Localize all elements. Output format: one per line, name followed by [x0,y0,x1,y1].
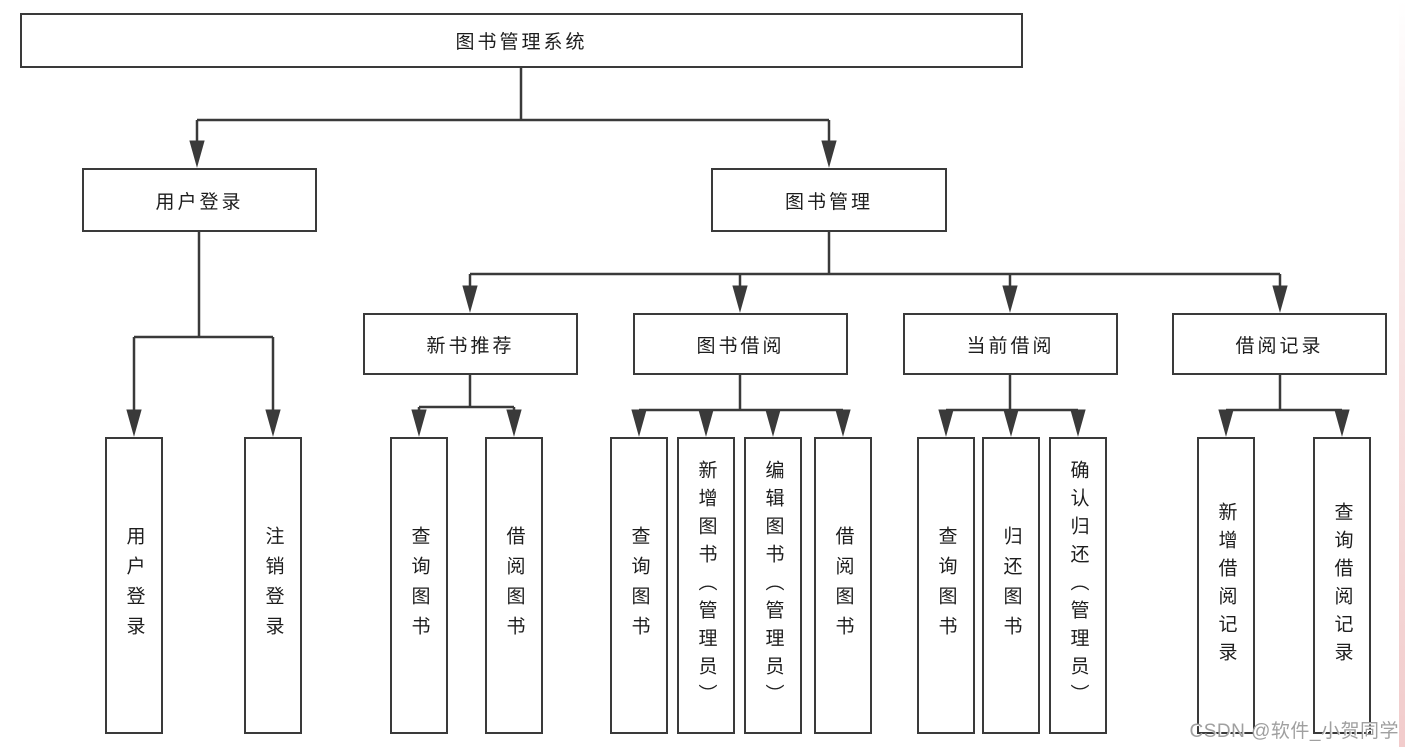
leaf-user-login: 用户登录 [105,437,163,734]
csdn-watermark: CSDN @软件_小贺同学 [1189,721,1399,742]
node-label: 用户登录 [155,191,244,213]
node-book-borrow: 图书借阅 [633,313,848,375]
node-label: 图书管理 [784,191,873,213]
leaf-label: 新增借阅记录 [1215,501,1237,670]
node-library-management-system: 图书管理系统 [20,13,1023,68]
leaf-label: 归还图书 [1000,525,1022,646]
node-label: 借阅记录 [1235,335,1324,357]
leaf-logout: 注销登录 [244,437,302,734]
node-book-management: 图书管理 [711,168,947,232]
leaf-confirm-return-admin: 确认归还（管理员） [1049,437,1107,734]
leaf-edit-book-admin: 编辑图书（管理员） [744,437,802,734]
leaf-add-borrow-record: 新增借阅记录 [1197,437,1255,734]
leaf-return-book: 归还图书 [982,437,1040,734]
leaf-label: 借阅图书 [832,525,854,646]
leaf-recommend-borrow-book: 借阅图书 [485,437,543,734]
leaf-label: 查询借阅记录 [1331,501,1353,670]
node-borrow-record: 借阅记录 [1172,313,1387,375]
node-label: 新书推荐 [426,335,515,357]
node-label: 当前借阅 [966,335,1055,357]
leaf-label: 查询图书 [628,525,650,646]
leaf-label: 查询图书 [408,525,430,646]
leaf-label: 查询图书 [935,525,957,646]
node-new-book-recommend: 新书推荐 [363,313,578,375]
leaf-borrow-query-book: 查询图书 [610,437,668,734]
node-user-login: 用户登录 [82,168,317,232]
leaf-add-book-admin: 新增图书（管理员） [677,437,735,734]
node-label: 图书管理系统 [455,32,588,53]
leaf-label: 借阅图书 [503,525,525,646]
node-current-borrow: 当前借阅 [903,313,1118,375]
leaf-current-query-book: 查询图书 [917,437,975,734]
leaf-label: 用户登录 [123,525,145,646]
leaf-label: 注销登录 [262,525,284,646]
leaf-borrow-borrow-book: 借阅图书 [814,437,872,734]
leaf-label: 新增图书（管理员） [695,459,717,712]
leaf-label: 确认归还（管理员） [1067,459,1089,712]
leaf-query-borrow-record: 查询借阅记录 [1313,437,1371,734]
leaf-recommend-query-book: 查询图书 [390,437,448,734]
leaf-label: 编辑图书（管理员） [762,459,784,712]
node-label: 图书借阅 [696,335,785,357]
